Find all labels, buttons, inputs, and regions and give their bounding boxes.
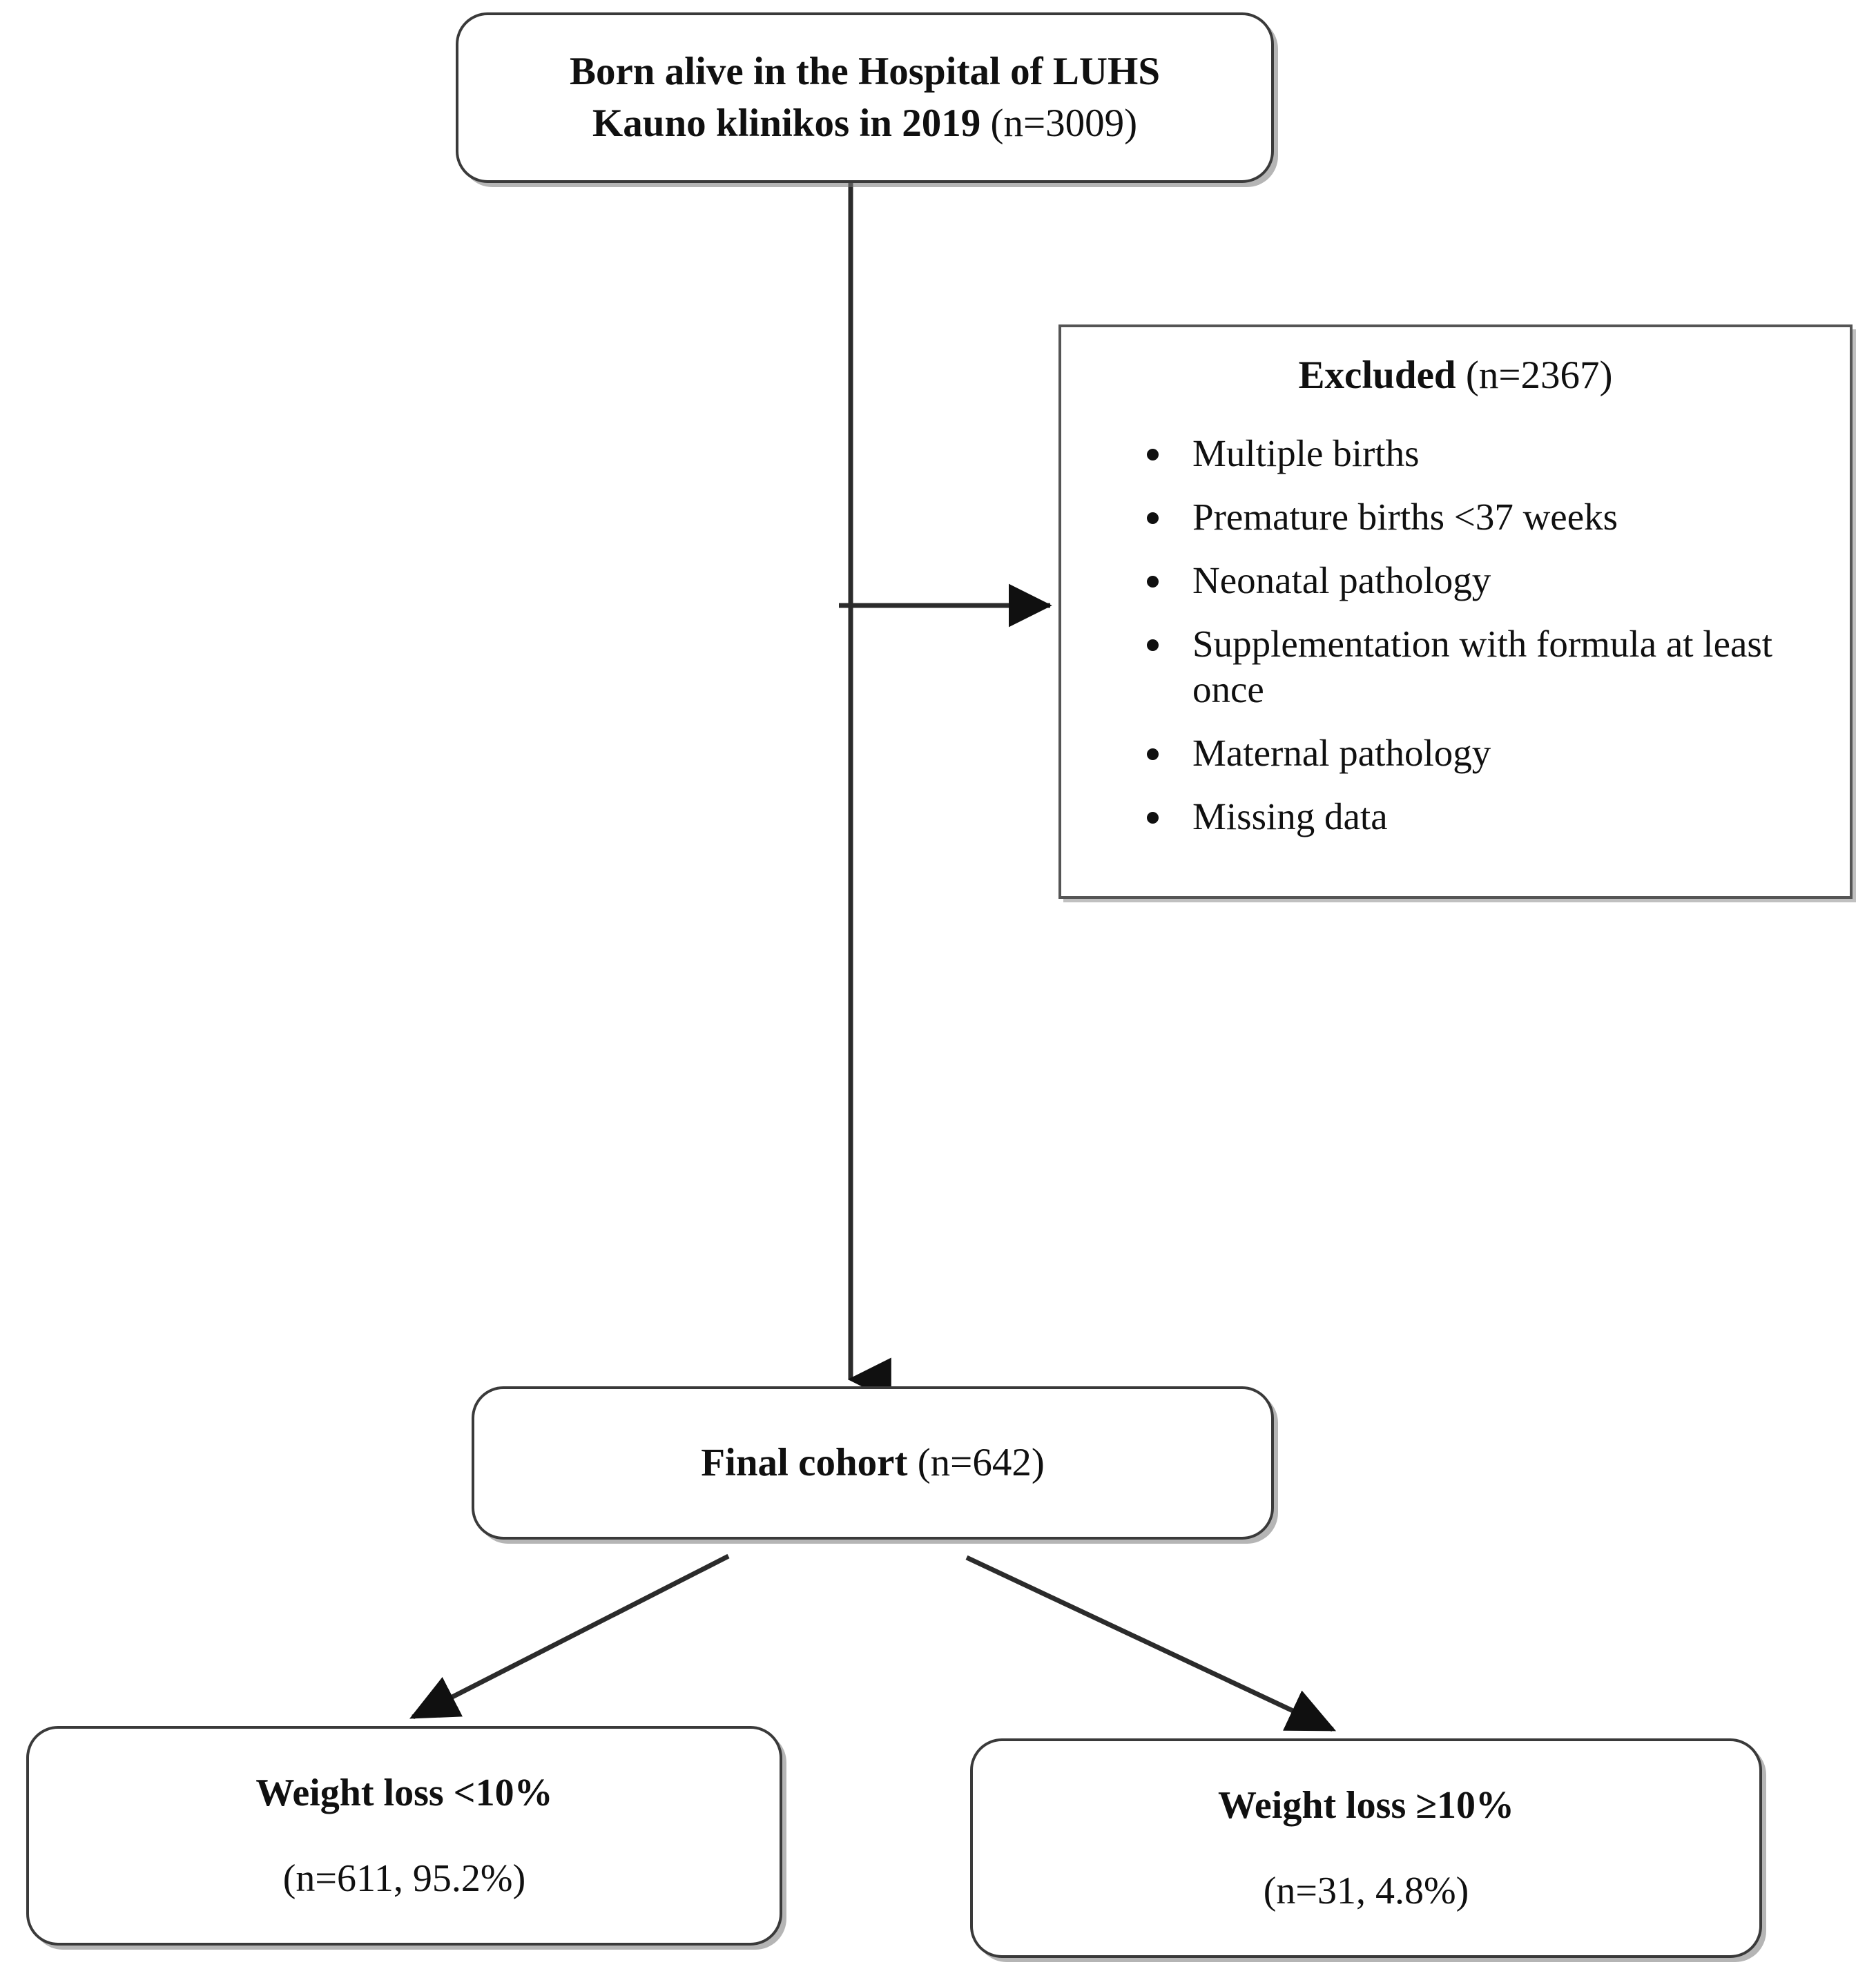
bullet-icon xyxy=(1147,575,1159,588)
excluded-title-count: (n=2367) xyxy=(1456,353,1613,397)
list-item: Maternal pathology xyxy=(1147,730,1829,776)
node-final-cohort: Final cohort (n=642) xyxy=(472,1386,1274,1540)
excluded-item-label: Neonatal pathology xyxy=(1192,559,1491,602)
born-line-2-count: (n=3009) xyxy=(980,101,1138,145)
bullet-icon xyxy=(1147,811,1159,824)
list-item: Supplementation with formula at least on… xyxy=(1147,621,1829,712)
excluded-item-label: Maternal pathology xyxy=(1192,732,1491,775)
list-item: Premature births <37 weeks xyxy=(1147,494,1829,540)
excluded-title: Excluded (n=2367) xyxy=(1082,352,1829,399)
edge-final-to-weight-loss-low xyxy=(409,1553,730,1720)
excluded-item-label: Supplementation with formula at least on… xyxy=(1192,623,1773,711)
node-weight-loss-low: Weight loss <10% (n=611, 95.2%) xyxy=(26,1726,782,1946)
weight-loss-low-label: Weight loss <10% xyxy=(255,1772,553,1814)
list-item: Multiple births xyxy=(1147,431,1829,476)
final-cohort-label: Final cohort xyxy=(701,1441,908,1485)
excluded-item-label: Missing data xyxy=(1192,795,1388,838)
bullet-icon xyxy=(1147,748,1159,760)
born-line-2-bold: Kauno klinikos in 2019 xyxy=(592,101,981,145)
node-excluded: Excluded (n=2367) Multiple births Premat… xyxy=(1058,324,1853,899)
excluded-title-label: Excluded xyxy=(1298,353,1456,397)
weight-loss-high-label: Weight loss ≥10% xyxy=(1218,1784,1514,1827)
list-item: Neonatal pathology xyxy=(1147,558,1829,603)
born-line-2: Kauno klinikos in 2019 (n=3009) xyxy=(482,98,1248,149)
excluded-item-label: Premature births <37 weeks xyxy=(1192,496,1618,539)
edge-final-to-weight-loss-high xyxy=(965,1555,1337,1732)
node-born-alive: Born alive in the Hospital of LUHS Kauno… xyxy=(456,12,1274,183)
node-weight-loss-high: Weight loss ≥10% (n=31, 4.8%) xyxy=(970,1738,1762,1958)
bullet-icon xyxy=(1147,448,1159,460)
bullet-icon xyxy=(1147,512,1159,524)
final-cohort-count: (n=642) xyxy=(907,1441,1045,1485)
weight-loss-high-stats: (n=31, 4.8%) xyxy=(1263,1870,1469,1912)
final-cohort-line: Final cohort (n=642) xyxy=(495,1438,1250,1487)
weight-loss-low-stats: (n=611, 95.2%) xyxy=(282,1857,526,1900)
excluded-criteria-list: Multiple births Premature births <37 wee… xyxy=(1082,431,1829,857)
bullet-icon xyxy=(1147,639,1159,651)
list-item: Missing data xyxy=(1147,794,1829,840)
excluded-item-label: Multiple births xyxy=(1192,432,1420,475)
born-line-1: Born alive in the Hospital of LUHS xyxy=(569,50,1161,94)
